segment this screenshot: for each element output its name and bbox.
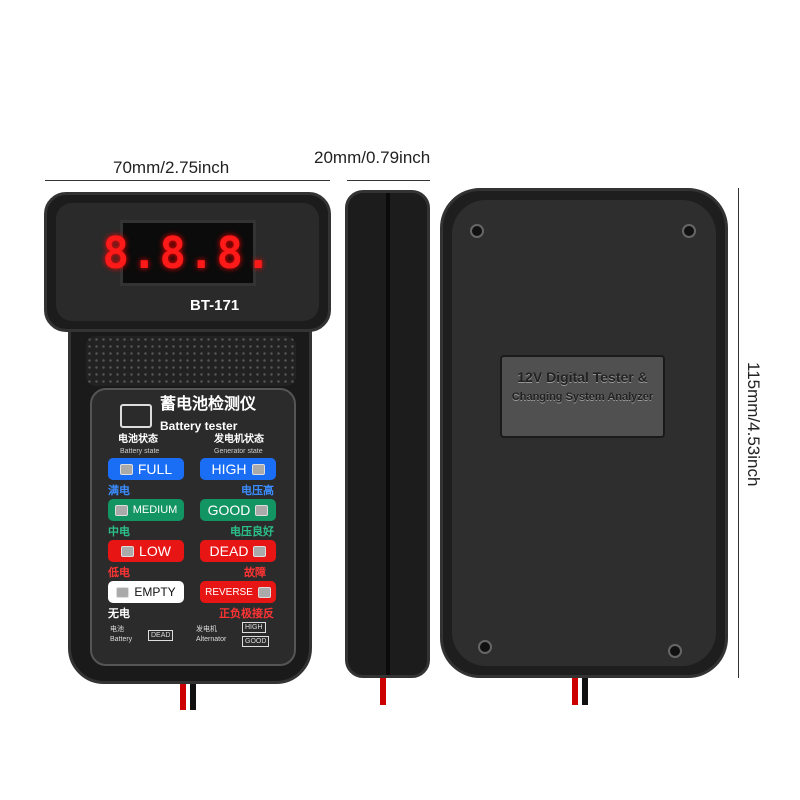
good-indicator: GOOD — [200, 499, 276, 521]
side-cable — [380, 675, 386, 705]
low-indicator: LOW — [108, 540, 184, 562]
title-en: Battery tester — [160, 419, 238, 433]
battery-legend-cn: 电池 — [110, 626, 124, 633]
battery-state-en: Battery state — [120, 448, 160, 455]
width-dimension: 70mm/2.75inch — [113, 158, 230, 177]
height-dimension: 115mm/4.53inch — [744, 362, 763, 487]
dead-indicator: DEAD — [200, 540, 276, 562]
medium-cn: 中电 — [108, 526, 130, 538]
alternator-high-tag: HIGH — [242, 622, 266, 633]
high-indicator: HIGH — [200, 458, 276, 480]
battery-legend: 电池 Battery — [110, 625, 132, 645]
alternator-legend-en: Alternator — [196, 636, 227, 643]
depth-dimension: 20mm/0.79inch — [314, 148, 431, 167]
battery-dead-tag: DEAD — [148, 630, 174, 641]
generator-state-en: Generator state — [214, 448, 263, 455]
back-black-cable — [582, 675, 588, 705]
red-cable — [180, 680, 186, 710]
full-cn: 满电 — [108, 485, 130, 497]
empty-cn: 无电 — [108, 608, 130, 620]
medium-indicator: MEDIUM — [108, 499, 184, 521]
height-line — [738, 188, 739, 678]
back-label-line1: 12V Digital Tester & — [517, 369, 648, 385]
back-label: 12V Digital Tester & Changing System Ana… — [500, 355, 665, 438]
back-red-cable — [572, 675, 578, 705]
screw-icon — [478, 640, 492, 654]
alternator-legend-cn: 发电机 — [196, 626, 217, 633]
black-cable — [190, 680, 196, 710]
battery-icon — [120, 404, 152, 428]
screw-icon — [470, 224, 484, 238]
battery-state-cn: 电池状态 — [118, 434, 158, 445]
full-indicator: FULL — [108, 458, 184, 480]
battery-legend-en: Battery — [110, 636, 133, 643]
alternator-legend: 发电机 Alternator — [196, 625, 226, 645]
good-cn: 电压良好 — [230, 526, 274, 538]
front-panel: 蓄电池检测仪 Battery tester 电池状态 Battery state… — [90, 388, 296, 666]
empty-indicator: EMPTY — [108, 581, 184, 603]
back-label-line2: Changing System Analyzer — [511, 391, 654, 403]
led-display: 8.8.8. — [103, 220, 271, 286]
side-view — [345, 190, 430, 678]
screw-icon — [682, 224, 696, 238]
reverse-indicator: REVERSE — [200, 581, 276, 603]
reverse-cn: 正负极接反 — [219, 608, 274, 620]
generator-state-cn: 发电机状态 — [214, 434, 264, 445]
width-line — [45, 180, 330, 181]
title-cn: 蓄电池检测仪 — [160, 396, 257, 413]
speaker-grille — [86, 336, 296, 386]
depth-line — [347, 180, 430, 181]
dead-cn: 故障 — [244, 567, 266, 579]
model-label: BT-171 — [190, 297, 240, 314]
screw-icon — [668, 644, 682, 658]
high-cn: 电压高 — [241, 485, 274, 497]
alternator-good-tag: GOOD — [242, 636, 270, 647]
low-cn: 低电 — [108, 567, 130, 579]
